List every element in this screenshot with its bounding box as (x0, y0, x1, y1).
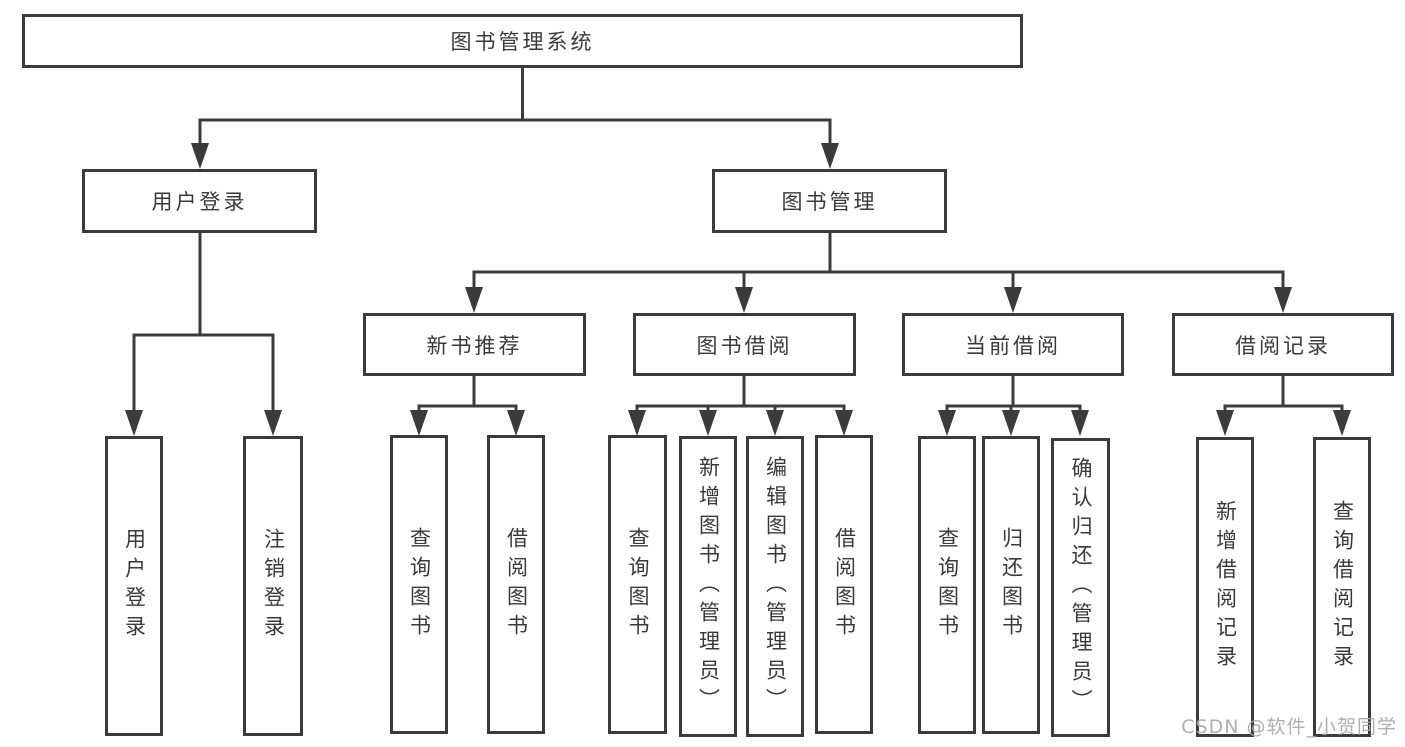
connector-borrowrecord-to-leaves (1223, 374, 1344, 415)
arrow-icon (465, 287, 483, 313)
connector-currentborrow-to-leaves (945, 374, 1082, 415)
arrow-icon (1071, 410, 1089, 436)
leaf-borrow-books-newbook: 借阅图书 (487, 435, 545, 734)
leaf-query-books-borrow: 查询图书 (608, 435, 667, 734)
arrow-icon (264, 410, 282, 436)
leaf-logout: 注销登录 (243, 436, 303, 736)
connector-newbook-to-leaves (417, 374, 518, 415)
leaf-borrow-books-borrow: 借阅图书 (815, 435, 873, 734)
arrow-icon (628, 410, 646, 436)
connector-bookborrow-to-leaves (635, 374, 846, 415)
connector-arrowheads (125, 143, 1351, 436)
node-book-management: 图书管理 (712, 169, 947, 233)
arrow-icon (1216, 410, 1234, 436)
connector-root-to-level2 (198, 66, 832, 148)
node-current-borrow: 当前借阅 (902, 313, 1124, 376)
node-library-system: 图书管理系统 (22, 14, 1023, 68)
arrow-icon (821, 143, 839, 169)
leaf-add-book-admin: 新增图书（管理员） (679, 436, 737, 737)
arrow-icon (735, 287, 753, 313)
arrow-icon (938, 410, 956, 436)
connector-bookmgmt-to-level3 (472, 231, 1285, 292)
arrow-icon (835, 410, 853, 436)
node-borrow-records: 借阅记录 (1172, 313, 1394, 376)
node-new-book-recommend: 新书推荐 (363, 313, 586, 376)
arrow-icon (191, 143, 209, 169)
arrow-icon (699, 410, 717, 436)
leaf-query-borrow-record: 查询借阅记录 (1313, 437, 1371, 737)
node-user-login: 用户登录 (82, 169, 317, 233)
leaf-user-login: 用户登录 (105, 436, 163, 736)
node-book-borrow: 图书借阅 (633, 313, 856, 376)
leaf-query-books-newbook: 查询图书 (390, 435, 448, 734)
leaf-query-books-current: 查询图书 (918, 436, 976, 734)
arrow-icon (1002, 410, 1020, 436)
arrow-icon (1004, 287, 1022, 313)
leaf-confirm-return-admin: 确认归还（管理员） (1051, 438, 1110, 737)
arrow-icon (1333, 410, 1351, 436)
connector-userlogin-to-leaves (132, 231, 275, 414)
leaf-edit-book-admin: 编辑图书（管理员） (746, 436, 804, 737)
leaf-return-book: 归还图书 (982, 436, 1040, 734)
arrow-icon (125, 410, 143, 436)
arrow-icon (766, 410, 784, 436)
arrow-icon (410, 410, 428, 436)
arrow-icon (507, 410, 525, 436)
arrow-icon (1274, 287, 1292, 313)
leaf-add-borrow-record: 新增借阅记录 (1196, 437, 1254, 737)
watermark: CSDN @软件_小贺同学 (1181, 716, 1397, 738)
